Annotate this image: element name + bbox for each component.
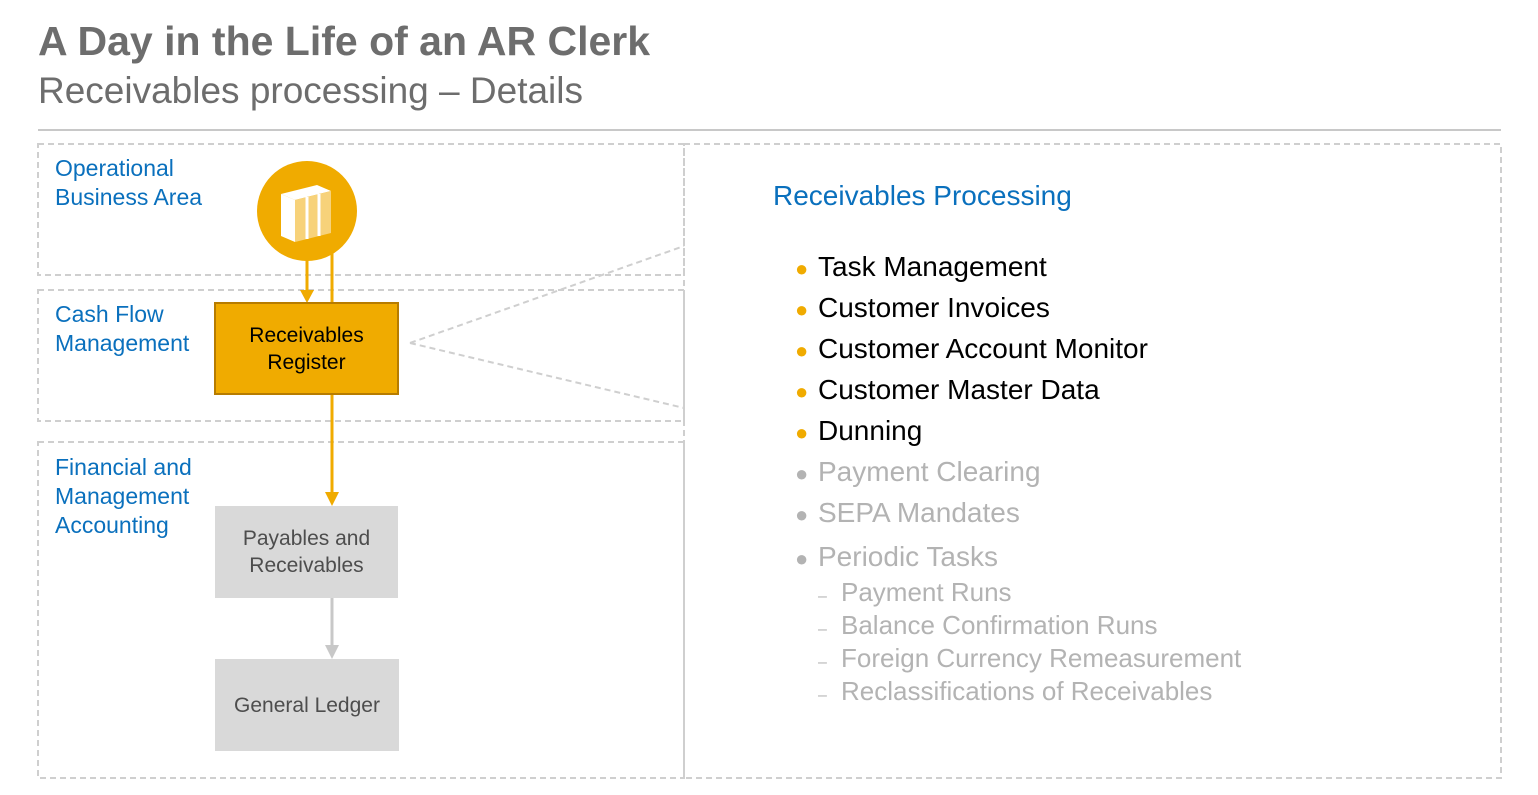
package-icon (257, 161, 357, 261)
sub-list-item-label: Foreign Currency Remeasurement (841, 643, 1242, 673)
list-item: ● Dunning (795, 412, 1148, 453)
callout-line-bottom (409, 342, 685, 409)
list-item-label: Periodic Tasks (818, 541, 999, 572)
zone-label-financial: Financial and Management Accounting (55, 454, 192, 538)
page-title: A Day in the Life of an AR Clerk (38, 18, 651, 64)
list-item: ● Periodic Tasks (795, 538, 1148, 579)
zone-operational-border (37, 143, 685, 276)
process-list: ● Task Management ● Customer Invoices ● Cus… (795, 248, 1148, 579)
dash-icon: – (818, 621, 827, 638)
zone-label-cash-flow: Cash Flow Management (55, 301, 190, 356)
receivables-register-box[interactable]: Receivables Register (214, 302, 399, 395)
bullet-icon: ● (795, 420, 809, 445)
bullet-icon: ● (795, 379, 809, 404)
list-item-label: SEPA Mandates (818, 497, 1020, 528)
dash-icon: – (818, 687, 827, 704)
arrowhead-ops-to-register (300, 290, 314, 303)
title-divider (38, 129, 1501, 131)
list-item-label: Customer Master Data (818, 374, 1100, 405)
list-item-label: Customer Invoices (818, 292, 1050, 323)
list-item: ● Payment Clearing (795, 453, 1148, 494)
detail-panel-border (683, 143, 1502, 779)
list-item: ● Customer Master Data (795, 371, 1148, 412)
sub-list-item-label: Payment Runs (841, 577, 1012, 607)
arrowhead-payables-to-ledger (325, 645, 339, 659)
sub-list-item-label: Reclassifications of Receivables (841, 676, 1213, 706)
sub-list-item: –Payment Runs (818, 577, 1241, 610)
list-item-label: Customer Account Monitor (818, 333, 1148, 364)
list-item: ● Task Management (795, 248, 1148, 289)
sub-list-item: –Balance Confirmation Runs (818, 610, 1241, 643)
list-item-label: Task Management (818, 251, 1047, 282)
callout-line-top (409, 245, 685, 344)
zone-label-operational: Operational Business Area (55, 155, 203, 210)
page-subtitle: Receivables processing – Details (38, 70, 583, 111)
bullet-icon: ● (795, 256, 809, 281)
sub-list-item-label: Balance Confirmation Runs (841, 610, 1158, 640)
periodic-tasks-sublist: –Payment Runs –Balance Confirmation Runs… (818, 577, 1241, 709)
list-item: ● SEPA Mandates (795, 494, 1148, 535)
dash-icon: – (818, 588, 827, 605)
dash-icon: – (818, 654, 827, 671)
payables-receivables-box[interactable]: Payables and Receivables (215, 506, 398, 598)
bullet-icon: ● (795, 338, 809, 363)
general-ledger-box[interactable]: General Ledger (215, 659, 399, 751)
list-item: ● Customer Account Monitor (795, 330, 1148, 371)
sub-list-item: –Foreign Currency Remeasurement (818, 643, 1241, 676)
bullet-icon: ● (795, 546, 809, 571)
list-item: ● Customer Invoices (795, 289, 1148, 330)
bullet-icon: ● (795, 461, 809, 486)
detail-title: Receivables Processing (773, 180, 1072, 211)
arrowhead-register-to-payables (325, 492, 339, 506)
list-item-label: Dunning (818, 415, 923, 446)
bullet-icon: ● (795, 297, 809, 322)
list-item-label: Payment Clearing (818, 456, 1041, 487)
bullet-icon: ● (795, 502, 809, 527)
sub-list-item: –Reclassifications of Receivables (818, 676, 1241, 709)
